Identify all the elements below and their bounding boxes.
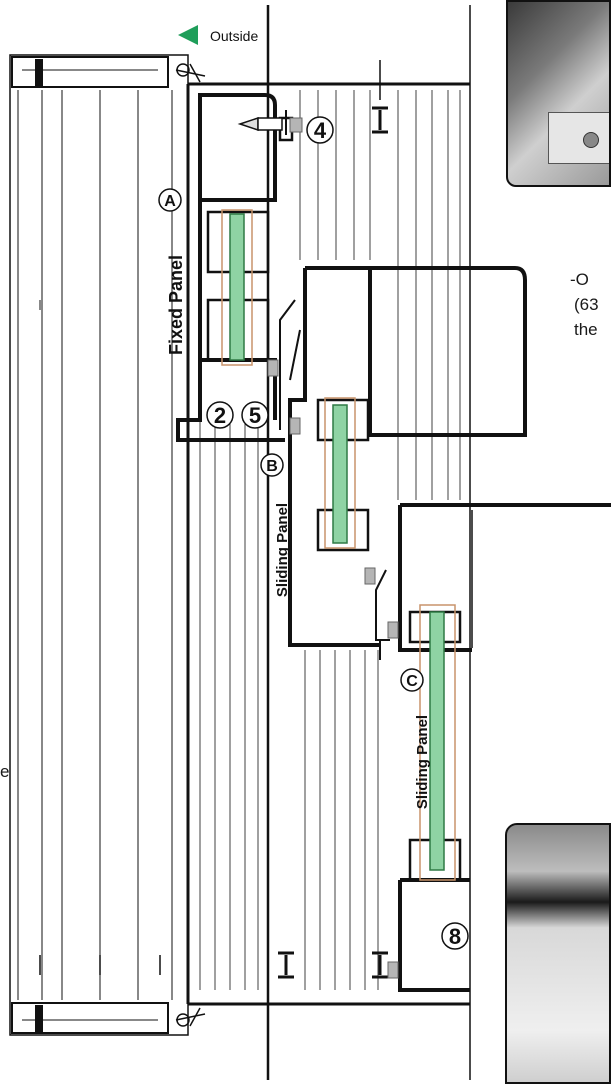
screw-bottom: [175, 1007, 206, 1027]
outer-frame: [9, 54, 189, 1036]
fixed-glass: [229, 213, 245, 361]
callout-8: 8: [449, 924, 461, 949]
screw-4: [237, 116, 303, 133]
screw-top: [175, 63, 206, 83]
label-sliding-panel-c: Sliding Panel: [414, 715, 431, 809]
callout-4: 4: [314, 118, 327, 143]
main-frame: [186, 5, 471, 1080]
callout-circles: [158, 116, 469, 950]
sliding-glass-b: [332, 404, 348, 544]
side-text-line2: (63: [574, 295, 599, 314]
label-fixed-panel: Fixed Panel: [166, 255, 186, 355]
callout-b: B: [266, 458, 278, 475]
sliding-panel-b: [267, 266, 527, 647]
outside-arrow-icon: [178, 25, 198, 45]
callout-2: 2: [214, 403, 226, 428]
callout-a: A: [164, 193, 176, 210]
sliding-gasket-b: [324, 397, 356, 549]
sliding-glass-c: [429, 611, 445, 871]
photo-top-right: [506, 0, 611, 187]
side-text-line3: the: [574, 320, 598, 339]
left-text-fragment: e: [0, 762, 10, 781]
fixed-gasket: [221, 209, 253, 366]
callout-5: 5: [249, 403, 261, 428]
side-text-line1: -O: [570, 270, 589, 289]
label-sliding-panel-b: Sliding Panel: [274, 503, 291, 597]
label-outside: Outside: [210, 28, 258, 44]
callout-c: C: [406, 673, 418, 690]
sliding-gasket-c: [419, 604, 456, 881]
photo-bottom-right: [505, 823, 611, 1084]
